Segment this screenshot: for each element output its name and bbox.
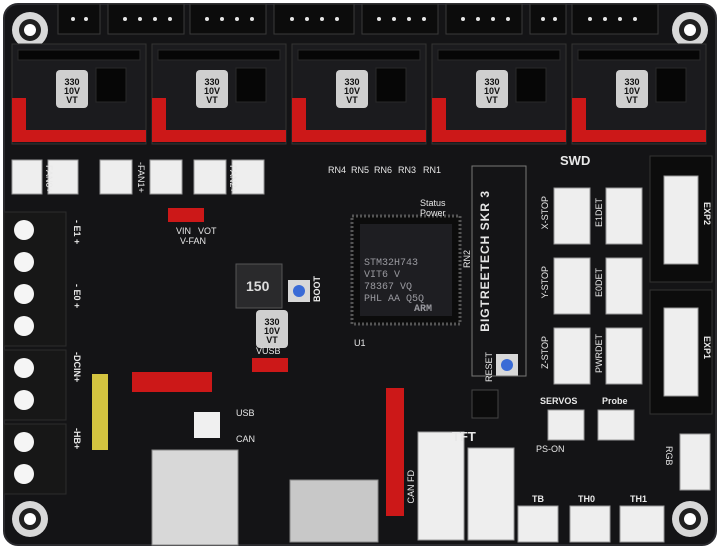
exp-connectors <box>649 155 713 415</box>
y-stop-label: Y-STOP <box>540 266 550 299</box>
x-stop-label: X-STOP <box>540 196 550 230</box>
exp2-label: EXP2 <box>702 202 712 226</box>
vusb-label: VUSB <box>256 346 281 356</box>
capacitors <box>56 70 648 108</box>
exp1-label: EXP1 <box>702 336 712 360</box>
boot-button[interactable] <box>288 280 310 302</box>
can-fd-header <box>386 388 404 516</box>
e0det-label: E0DET <box>594 268 604 298</box>
rn2-label: RN2 <box>462 250 472 269</box>
rn3-label: RN3 <box>398 165 417 175</box>
usb-label: USB <box>236 408 255 418</box>
pwrdet-label: PWRDET <box>594 334 604 373</box>
mcu-arm-logo: ARM <box>414 304 433 315</box>
e1det-label: E1DET <box>594 198 604 228</box>
probe-label: Probe <box>602 396 628 406</box>
sd-slot <box>289 479 379 543</box>
reset-label: RESET <box>484 352 494 383</box>
tft-label: TFT <box>452 429 476 444</box>
vusb-jumper[interactable] <box>252 358 288 372</box>
inductor-label: 150 <box>246 278 270 294</box>
driver-sockets <box>12 98 706 142</box>
ps-on-label: PS-ON <box>536 444 565 454</box>
z-stop-label: Z-STOP <box>540 336 550 369</box>
swd-label: SWD <box>560 153 591 168</box>
e1-label: - E1 + <box>72 220 82 245</box>
e0-label: - E0 + <box>72 284 82 309</box>
th1-label: TH1 <box>630 494 648 504</box>
mcu-line-2: VIT6 V <box>364 270 401 281</box>
tft-connector <box>471 389 499 419</box>
rn1-label: RN1 <box>423 165 442 175</box>
mcu-line-4: PHL AA Q5Q <box>364 294 425 305</box>
u1-label: U1 <box>354 338 366 348</box>
vin-label: VIN <box>176 226 192 236</box>
usb-header <box>132 372 212 392</box>
power-label: Power <box>420 208 446 218</box>
can-box <box>194 412 220 438</box>
rn5-label: RN5 <box>351 165 370 175</box>
inductor <box>235 263 283 309</box>
tb-label: TB <box>532 494 544 504</box>
mounting-hole <box>12 501 48 537</box>
mcu-chip <box>350 214 462 326</box>
screw-terminals <box>3 211 67 495</box>
boot-label: BOOT <box>312 276 322 302</box>
can-fd-label: CAN FD <box>406 470 416 504</box>
motor-connectors <box>57 3 659 35</box>
v-fan-label: V-FAN <box>180 236 207 246</box>
servos-label: SERVOS <box>540 396 578 406</box>
can-label: CAN <box>236 434 256 444</box>
vfan-jumper[interactable] <box>168 208 204 222</box>
status-label: Status <box>420 198 446 208</box>
mounting-hole <box>672 501 708 537</box>
rn6-label: RN6 <box>374 165 393 175</box>
dcin-label: -DCIN+ <box>72 352 82 383</box>
reset-button[interactable] <box>496 354 518 376</box>
mounting-hole <box>672 12 708 48</box>
rgb-label: RGB <box>664 446 674 466</box>
fan2-label: -FAN2+ <box>228 162 238 193</box>
brand-silkscreen: BIGTREETECH SKR 3 <box>478 190 492 332</box>
main-capacitor <box>256 310 288 348</box>
mcu-line-1: STM32H743 <box>364 258 419 269</box>
mcu-line-3: 78367 VQ <box>364 282 413 293</box>
hb-label: -HB+ <box>72 428 82 450</box>
mounting-hole <box>12 12 48 48</box>
endstop-connectors <box>547 187 711 491</box>
fuse <box>92 374 108 450</box>
fan-connectors <box>11 159 265 195</box>
fan0-label: -FAN0+ <box>44 162 54 193</box>
bottom-connectors <box>417 431 665 543</box>
rn4-label: RN4 <box>328 165 347 175</box>
th0-label: TH0 <box>578 494 596 504</box>
vot-label: VOT <box>198 226 217 236</box>
usb-port <box>151 449 239 546</box>
fan1-label: -FAN1+ <box>136 162 146 193</box>
